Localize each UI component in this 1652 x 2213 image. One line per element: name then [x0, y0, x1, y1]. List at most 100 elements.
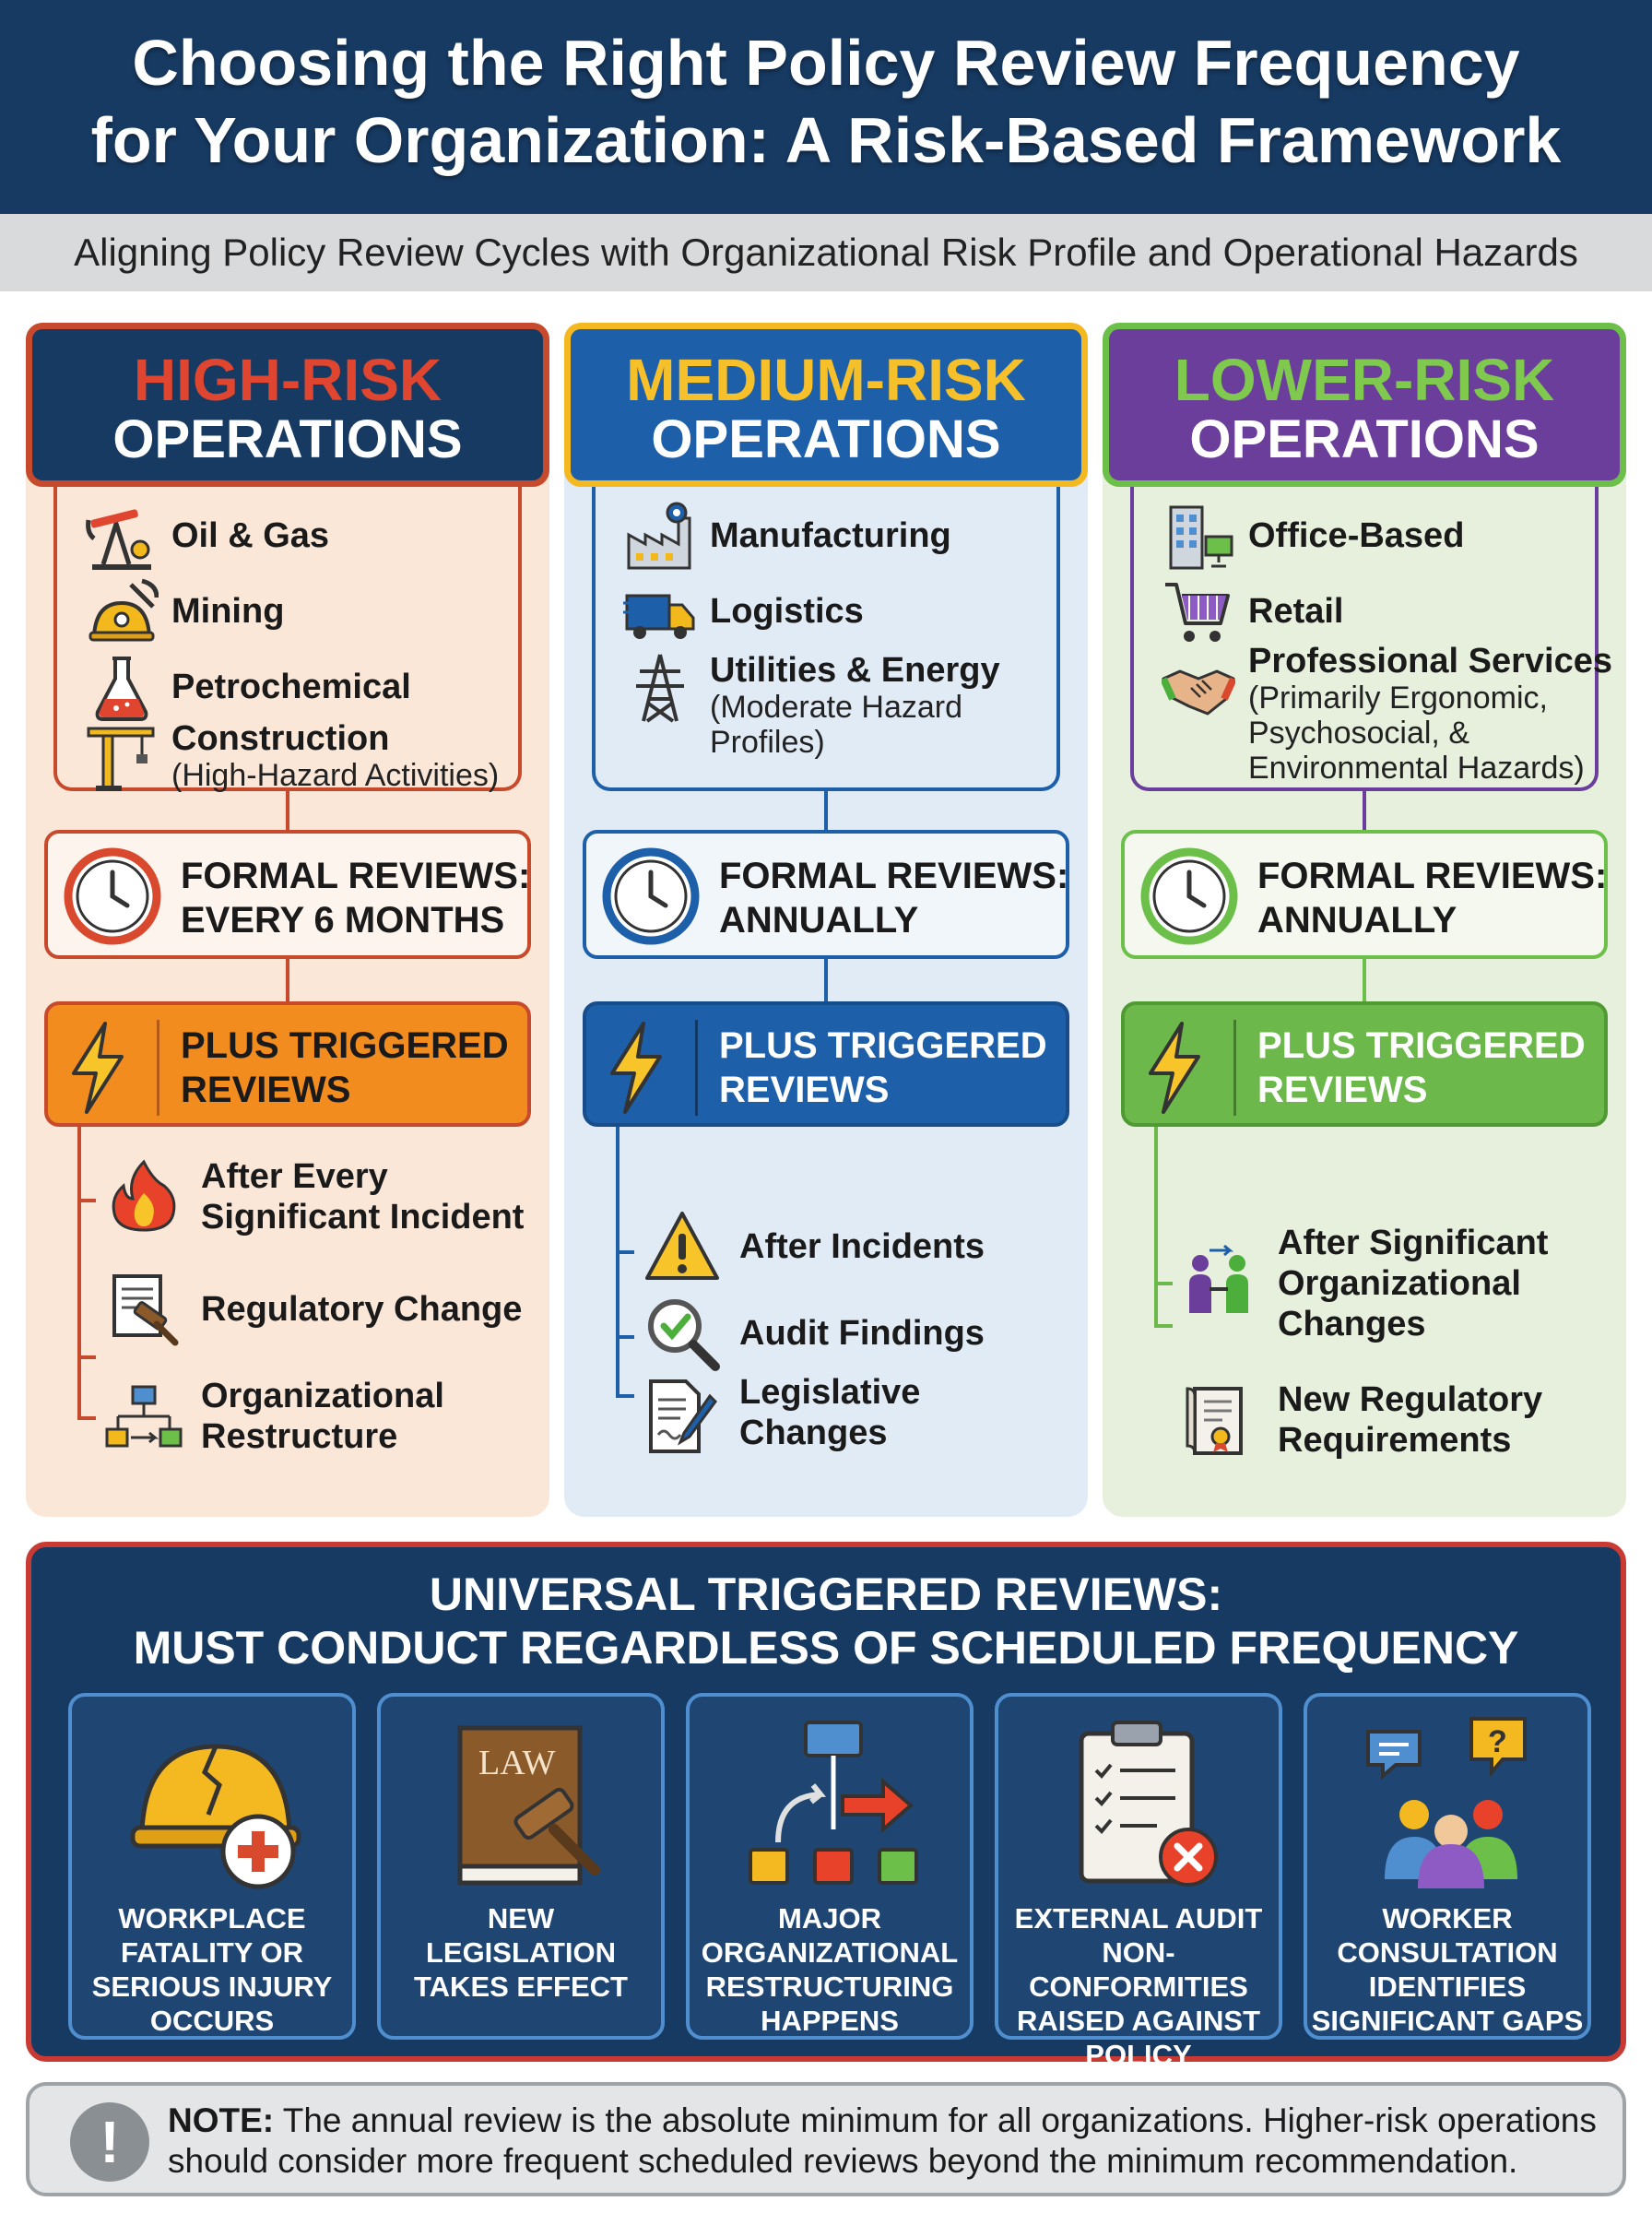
industry-item: Utilities & Energy (Moderate Hazard Prof… [623, 651, 1047, 771]
industry-item: Mining [85, 575, 509, 649]
column-high-risk: HIGH-RISK OPERATIONS Oil & Gas Mining [26, 323, 549, 1517]
card-line: WORKPLACE [118, 1902, 306, 1935]
industry-item: Logistics [623, 575, 1047, 649]
trigger-item: After Incidents [643, 1208, 1068, 1285]
industry-name: Construction [171, 719, 390, 758]
industry-label: Oil & Gas [171, 516, 330, 555]
page-title: Choosing the Right Policy Review Frequen… [0, 24, 1652, 179]
trigger-item: Audit Findings [643, 1295, 1068, 1372]
universal-card: MAJOR ORGANIZATIONAL RESTRUCTURING HAPPE… [686, 1693, 974, 2040]
card-line: IDENTIFIES [1368, 1970, 1527, 2003]
clock-icon [602, 847, 700, 945]
column-medium-risk: MEDIUM-RISK OPERATIONS Manufacturing Log… [564, 323, 1088, 1517]
industry-label: Retail [1248, 592, 1344, 631]
trig-line-1: PLUS TRIGGERED [1257, 1025, 1586, 1066]
clock-icon [64, 847, 161, 945]
trigger-text: After Significant Organizational Changes [1278, 1223, 1548, 1344]
trigger-text: Audit Findings [739, 1314, 985, 1353]
title-line-1: Choosing the Right Policy Review Frequen… [132, 27, 1520, 99]
worker-consultation-icon: ? [1366, 1717, 1527, 1888]
formal-line-2: EVERY 6 MONTHS [181, 900, 505, 941]
operations-label: OPERATIONS [1189, 409, 1540, 469]
trigger-text: Regulatory Change [201, 1290, 523, 1329]
connector-line [824, 791, 828, 830]
note-body: The annual review is the absolute minimu… [168, 2101, 1597, 2180]
trigger-item: New Regulatory Requirements [1182, 1379, 1606, 1468]
crane-icon [87, 727, 155, 791]
people-change-icon [1189, 1244, 1248, 1313]
mining-icon [88, 578, 159, 642]
universal-triggered-reviews: UNIVERSAL TRIGGERED REVIEWS: MUST CONDUC… [26, 1542, 1626, 2071]
risk-label: MEDIUM-RISK [626, 347, 1026, 413]
factory-icon [627, 502, 691, 570]
trigger-timeline [77, 1127, 81, 1420]
industry-list: Manufacturing Logistics Utilities & Ener… [592, 487, 1060, 791]
flask-icon [95, 657, 148, 721]
note-text: NOTE: The annual review is the absolute … [168, 2101, 1606, 2182]
formal-review-text: FORMAL REVIEWS: ANNUALLY [719, 854, 1068, 942]
column-header: HIGH-RISK OPERATIONS [26, 323, 549, 487]
card-line: WORKER [1382, 1902, 1513, 1935]
industry-item: Office-Based [1162, 500, 1586, 574]
trig-line-2: REVIEWS [1257, 1070, 1428, 1110]
connector-line [1363, 791, 1366, 830]
connector-line [286, 959, 289, 1001]
trigger-text: Organizational Restructure [201, 1376, 444, 1457]
handshake-icon [1162, 669, 1235, 716]
formal-review-text: FORMAL REVIEWS: EVERY 6 MONTHS [181, 854, 530, 942]
industry-name: Utilities & Energy [710, 651, 1000, 690]
industry-label: Petrochemical [171, 668, 411, 706]
trigger-text: New Regulatory Requirements [1278, 1379, 1542, 1461]
law-label: LAW [478, 1744, 556, 1782]
industry-item: Petrochemical [85, 651, 509, 725]
operations-label: OPERATIONS [651, 409, 1001, 469]
divider [157, 1020, 159, 1116]
connector-line [286, 791, 289, 830]
trigger-line: Changes [1278, 1305, 1426, 1343]
magnifier-check-icon [648, 1299, 720, 1371]
column-header: LOWER-RISK OPERATIONS [1103, 323, 1626, 487]
industry-name: Professional Services [1248, 642, 1612, 680]
trigger-line: Organizational [1278, 1264, 1521, 1303]
card-line: RESTRUCTURING [705, 1970, 954, 2003]
title-line-2: for Your Organization: A Risk-Based Fram… [90, 104, 1562, 176]
universal-card-text: NEW LEGISLATION TAKES EFFECT [381, 1901, 661, 2004]
trig-line-1: PLUS TRIGGERED [181, 1025, 509, 1066]
trigger-item: After Every Significant Incident [105, 1153, 529, 1241]
formal-review-text: FORMAL REVIEWS: ANNUALLY [1257, 854, 1607, 942]
timeline-tick [1154, 1282, 1173, 1285]
universal-title-line-2: MUST CONDUCT REGARDLESS OF SCHEDULED FRE… [133, 1622, 1519, 1674]
trigger-line: Changes [739, 1414, 888, 1452]
timeline-tick [616, 1335, 634, 1339]
card-line: HAPPENS [761, 2005, 899, 2037]
trigger-line: Restructure [201, 1417, 398, 1456]
card-line: SIGNIFICANT GAPS [1311, 2005, 1584, 2037]
formal-review-box: FORMAL REVIEWS: ANNUALLY [1121, 830, 1608, 959]
card-line: ORGANIZATIONAL [701, 1936, 959, 1969]
triggered-review-text: PLUS TRIGGERED REVIEWS [719, 1024, 1047, 1112]
card-line: SERIOUS INJURY [91, 1970, 333, 2003]
trigger-timeline [1154, 1127, 1158, 1328]
triggered-review-text: PLUS TRIGGERED REVIEWS [181, 1024, 509, 1112]
industry-list: Oil & Gas Mining Petrochemical [53, 487, 522, 793]
trigger-line: After Significant [1278, 1224, 1549, 1262]
triggered-review-box: PLUS TRIGGERED REVIEWS [44, 1001, 531, 1127]
trigger-text: Legislative Changes [739, 1372, 920, 1453]
industry-label: Mining [171, 592, 285, 631]
risk-label: LOWER-RISK [1174, 347, 1555, 413]
divider [1233, 1020, 1236, 1116]
universal-card: ? WORKER CONSULTATION IDENTIFIES SIGNIFI… [1304, 1693, 1591, 2040]
card-line: OCCURS [149, 2005, 275, 2037]
card-line: TAKES EFFECT [414, 1970, 628, 2003]
formal-review-box: FORMAL REVIEWS: ANNUALLY [583, 830, 1069, 959]
trigger-line: Legislative [739, 1373, 921, 1412]
timeline-tick [77, 1199, 96, 1202]
column-header: MEDIUM-RISK OPERATIONS [564, 323, 1088, 487]
divider [695, 1020, 698, 1116]
note-box: ! NOTE: The annual review is the absolut… [26, 2082, 1626, 2196]
universal-card-text: WORKPLACE FATALITY OR SERIOUS INJURY OCC… [72, 1901, 352, 2038]
lightning-icon [1149, 1022, 1200, 1114]
industry-note: Profiles) [710, 725, 825, 760]
universal-card-text: EXTERNAL AUDIT NON-CONFORMITIES RAISED A… [998, 1901, 1279, 2072]
fire-icon [112, 1159, 176, 1232]
